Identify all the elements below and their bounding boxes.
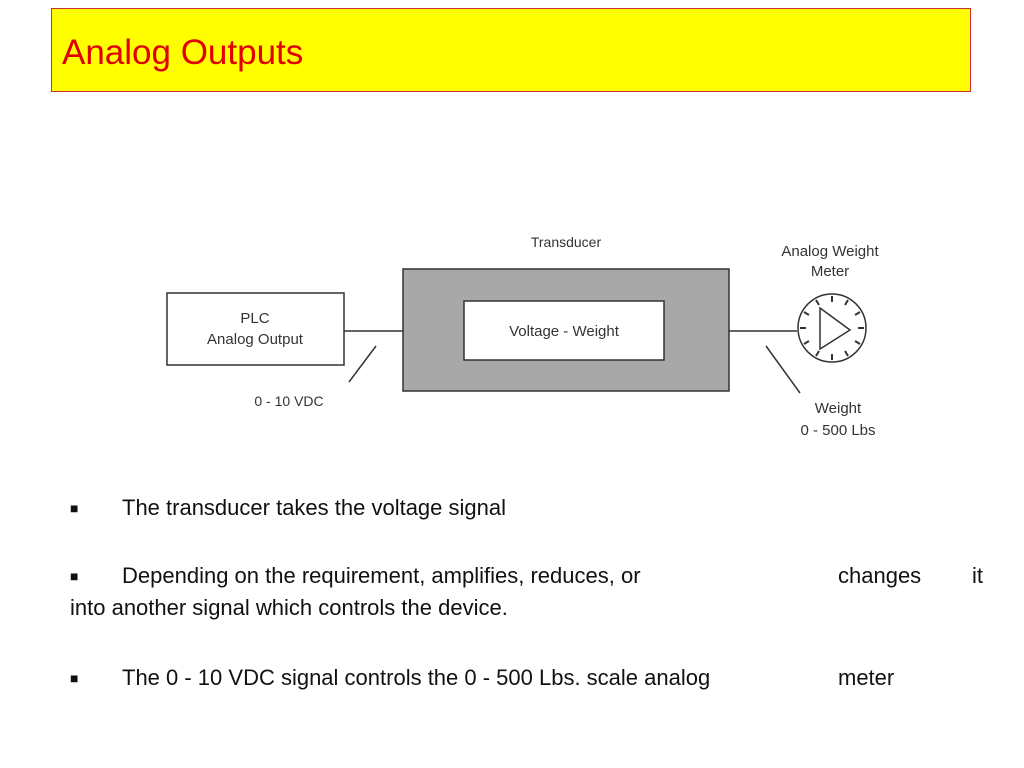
title-bar: Analog Outputs bbox=[51, 8, 971, 92]
slide-title: Analog Outputs bbox=[62, 33, 304, 72]
bullet-text: Depending on the requirement, amplifies,… bbox=[122, 563, 641, 588]
meter-label-line2: Meter bbox=[811, 263, 849, 280]
weight-label-line2: 0 - 500 Lbs bbox=[800, 422, 875, 439]
plc-box bbox=[166, 292, 345, 366]
weight-label-line1: Weight bbox=[815, 400, 862, 417]
meter-label-line1: Analog Weight bbox=[781, 243, 879, 260]
bullet-item: ■ Depending on the requirement, amplifie… bbox=[70, 560, 990, 624]
plc-label-line1: PLC bbox=[240, 310, 269, 327]
voltage-leader-line bbox=[348, 345, 377, 383]
bullet-text-changes: changes bbox=[838, 563, 922, 588]
bullet-item: ■ The 0 - 10 VDC signal controls the 0 -… bbox=[70, 662, 990, 694]
transducer-label: Transducer bbox=[531, 234, 602, 250]
bullet-text-meter: meter bbox=[838, 665, 895, 690]
plc-label-line2: Analog Output bbox=[207, 331, 304, 348]
bullet-text: The transducer takes the voltage signal bbox=[122, 495, 507, 520]
bullet-item: ■ The transducer takes the voltage signa… bbox=[70, 492, 990, 524]
bullet-text-it: it bbox=[972, 563, 983, 588]
voltage-weight-box bbox=[463, 300, 665, 361]
bullet-marker-icon: ■ bbox=[70, 568, 79, 584]
bullet-marker-icon: ■ bbox=[70, 670, 79, 686]
bullet-text: The 0 - 10 VDC signal controls the 0 - 5… bbox=[122, 665, 711, 690]
voltage-weight-label: Voltage - Weight bbox=[509, 323, 620, 340]
bullet-text-continuation: into another signal which controls the d… bbox=[70, 595, 508, 620]
meter-dial-icon bbox=[797, 293, 867, 363]
bullet-marker-icon: ■ bbox=[70, 500, 79, 516]
weight-leader-line bbox=[765, 345, 801, 394]
voltage-label: 0 - 10 VDC bbox=[254, 393, 323, 409]
